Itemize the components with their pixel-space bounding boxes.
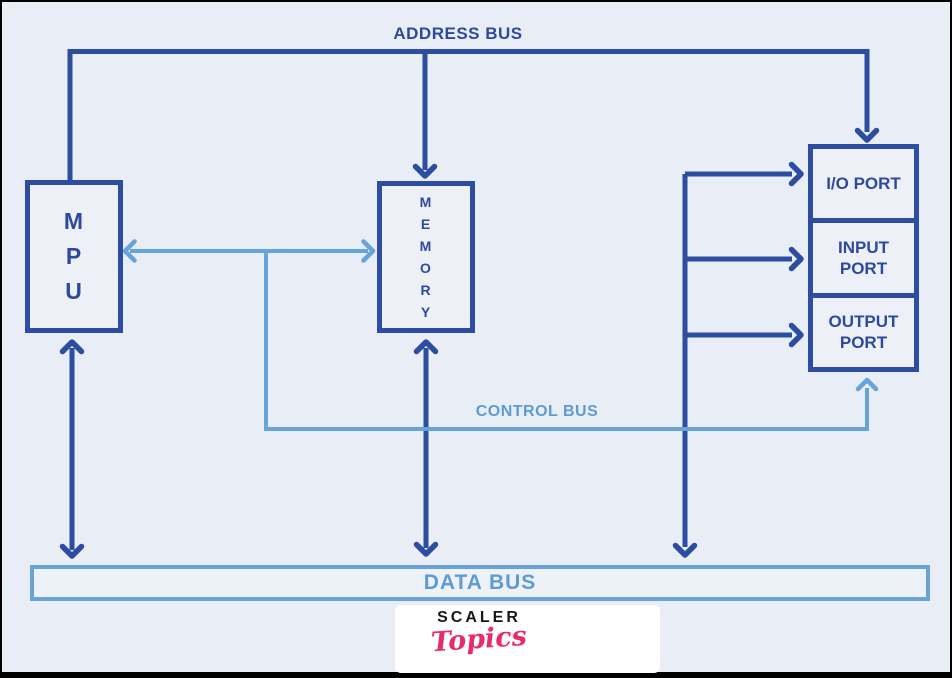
scaler-topics-logo: SCALER Topics — [430, 609, 528, 659]
ports-box: I/O PORT INPUT PORT OUTPUT PORT — [808, 144, 919, 372]
logo-background — [395, 605, 660, 673]
arrow-up-icon — [413, 339, 439, 355]
logo-brand-text: SCALER — [437, 609, 521, 626]
logo-sub-text: Topics — [430, 620, 528, 659]
arrow-down-icon — [59, 543, 85, 559]
arrow-down-icon — [412, 163, 438, 179]
memory-letter: M — [419, 194, 433, 210]
output-port-cell: OUTPUT PORT — [813, 292, 914, 367]
arrow-left-icon — [122, 239, 137, 263]
memory-letter: E — [420, 216, 432, 232]
control-bus-label: CONTROL BUS — [475, 403, 599, 420]
mpu-box: M P U — [25, 180, 123, 333]
arrow-right-icon — [788, 246, 804, 272]
arrow-up-icon — [59, 339, 85, 355]
mpu-letter: U — [65, 278, 83, 304]
memory-box: M E M O R Y — [377, 181, 475, 333]
arrow-down-icon — [672, 542, 698, 558]
arrow-right-icon — [788, 322, 804, 348]
arrow-up-icon — [855, 377, 879, 392]
arrow-right-icon — [788, 161, 804, 187]
memory-letter: O — [420, 260, 432, 276]
arrow-down-icon — [413, 541, 439, 557]
arrow-right-icon — [361, 239, 376, 263]
memory-letter: R — [420, 282, 432, 298]
input-port-cell: INPUT PORT — [813, 218, 914, 292]
address-bus-line — [67, 49, 870, 180]
memory-letter: M — [419, 238, 433, 254]
data-bus-bar: DATA BUS — [30, 565, 930, 601]
arrow-down-icon — [854, 127, 880, 143]
data-bus-label: DATA BUS — [423, 571, 537, 594]
io-port-cell: I/O PORT — [826, 174, 901, 194]
mpu-letter: M — [63, 208, 85, 234]
memory-letter: Y — [420, 304, 432, 320]
mpu-letter: P — [65, 243, 83, 269]
address-bus-label: ADDRESS BUS — [393, 24, 523, 43]
